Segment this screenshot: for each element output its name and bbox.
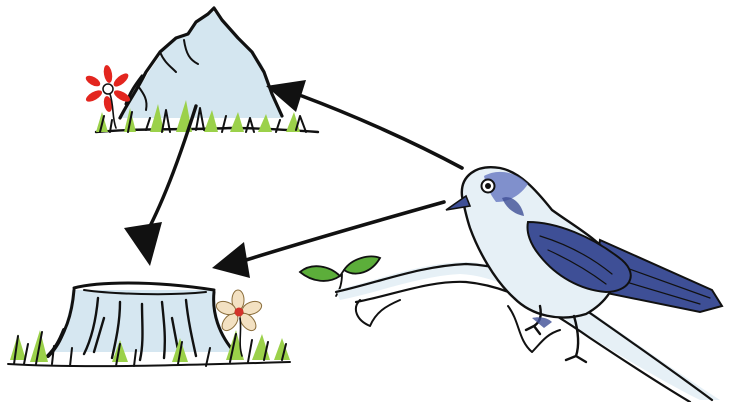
bird-pupil [485,183,491,189]
arrow-icon [124,222,162,266]
stump-ground-line [8,362,290,366]
stump-top [74,283,214,290]
mountain-icon [84,8,318,132]
arrow-icon [212,242,250,278]
tree-stump-icon [8,283,290,366]
arrow-bird-to-stump [212,202,444,278]
arrow-shaft [246,202,444,260]
arrow-shaft [302,96,462,168]
red-flower-icon [84,64,132,128]
